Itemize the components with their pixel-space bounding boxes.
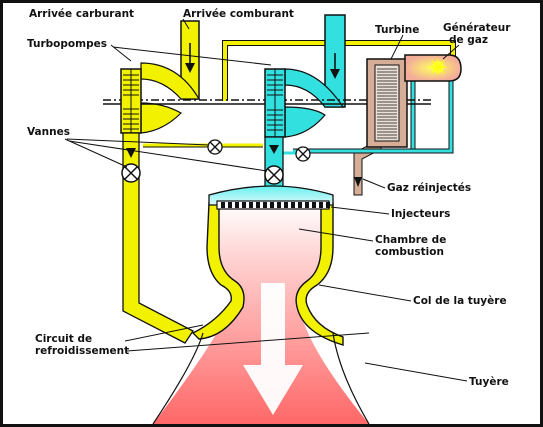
- oxidizer-inlet-pipe: [324, 14, 346, 108]
- injector-element: [291, 202, 295, 208]
- label-cooling-2: refroidissement: [35, 345, 129, 357]
- injector-element: [277, 202, 281, 208]
- injector-element: [228, 202, 232, 208]
- label-turbine: Turbine: [375, 24, 419, 36]
- gas-generator: [404, 54, 462, 82]
- injector-element: [242, 202, 246, 208]
- oxidizer-pump-volute: [284, 68, 345, 138]
- injector-element: [249, 202, 253, 208]
- injector-element: [284, 202, 288, 208]
- label-cooling-1: Circuit de: [35, 333, 92, 345]
- labels: Arrivée carburant Arrivée comburant Turb…: [27, 8, 511, 388]
- injectors: [216, 200, 330, 210]
- label-gas-generator-1: Générateur: [443, 22, 511, 34]
- fuel-inlet-pipe: [180, 20, 200, 100]
- oxidizer-line-gas-generator: [293, 67, 454, 154]
- valve-fuel-main: [121, 163, 141, 183]
- valve-oxidizer-generator: [295, 146, 311, 162]
- injector-element: [221, 202, 225, 208]
- injector-element: [298, 202, 302, 208]
- label-oxidizer-inlet: Arrivée comburant: [183, 8, 294, 20]
- fuel-turbopump: [120, 68, 142, 134]
- injector-element: [256, 202, 260, 208]
- exhaust-arrow: [243, 283, 303, 415]
- injector-element: [270, 202, 274, 208]
- label-gas-generator-2: de gaz: [449, 34, 488, 46]
- label-chamber-1: Chambre de: [375, 234, 446, 246]
- injector-element: [319, 202, 323, 208]
- valve-oxidizer-main: [264, 165, 284, 185]
- diagram-canvas: Arrivée carburant Arrivée comburant Turb…: [27, 8, 511, 424]
- oxidizer-turbopump: [264, 68, 286, 138]
- valve-fuel-generator: [207, 139, 223, 155]
- injector-element: [263, 202, 267, 208]
- label-turbopumps: Turbopompes: [27, 38, 107, 50]
- label-fuel-inlet: Arrivée carburant: [29, 8, 134, 20]
- injector-element: [326, 202, 330, 208]
- label-reinjected-gas: Gaz réinjectés: [387, 182, 471, 194]
- injector-dome: [208, 185, 334, 206]
- injector-element: [312, 202, 316, 208]
- injector-element: [305, 202, 309, 208]
- label-nozzle-throat: Col de la tuyère: [413, 295, 507, 307]
- label-nozzle: Tuyère: [469, 376, 509, 388]
- turbine: [366, 58, 408, 148]
- injector-element: [235, 202, 239, 208]
- label-injectors: Injecteurs: [391, 208, 450, 220]
- label-valves: Vannes: [27, 126, 70, 138]
- leader-lines: [64, 18, 468, 382]
- label-chamber-2: combustion: [375, 246, 444, 258]
